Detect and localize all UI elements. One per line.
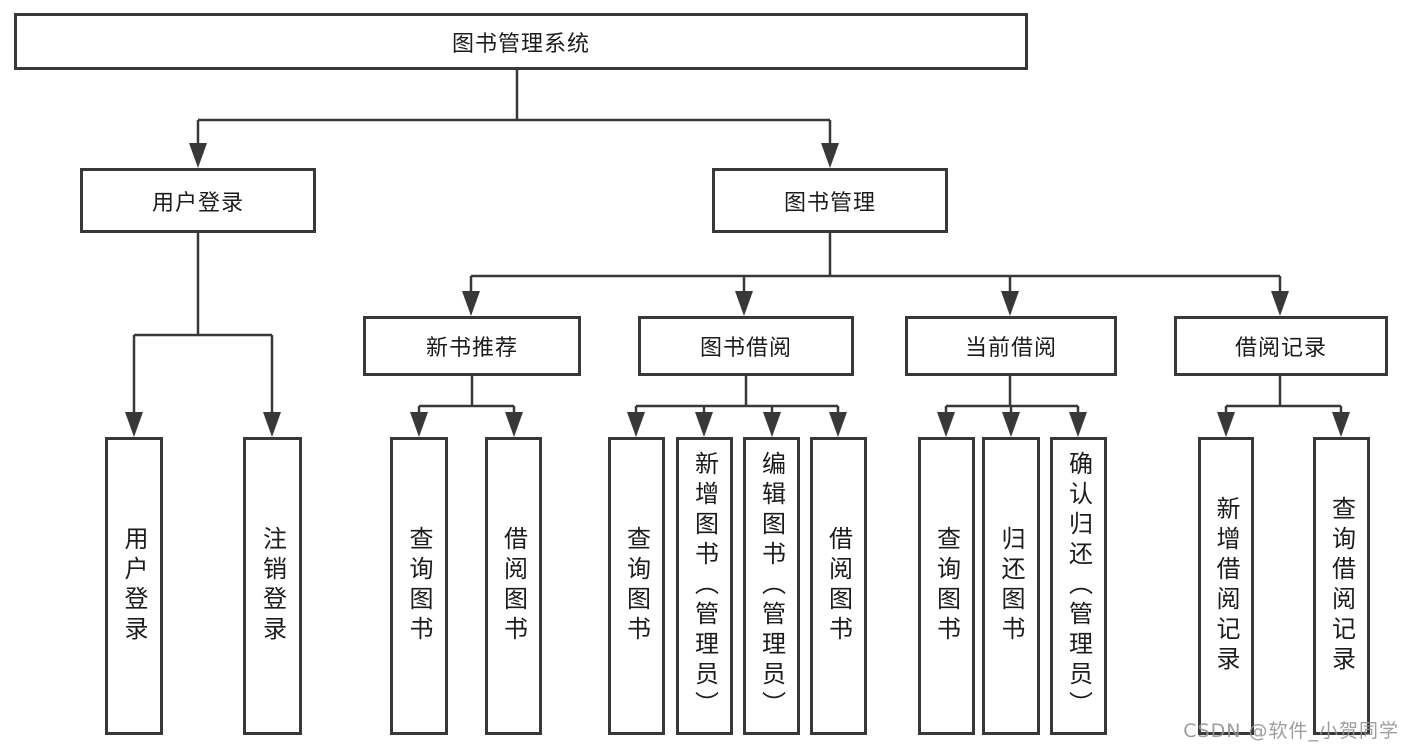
node-borrow-record: 借阅记录 xyxy=(1174,316,1388,376)
leaf-borrow-books-newrec: 借阅图书 xyxy=(485,437,542,735)
leaf-query-borrow-record: 查询借阅记录 xyxy=(1313,437,1370,735)
connector-borrow-record xyxy=(1224,376,1343,417)
connector-book-management xyxy=(469,233,1282,296)
leaf-user-login: 用户登录 xyxy=(105,437,163,735)
connector-user-login xyxy=(132,233,274,417)
node-book-borrow: 图书借阅 xyxy=(638,316,854,376)
leaf-confirm-return-admin: 确认归还（管理员） xyxy=(1050,437,1107,735)
leaf-query-books-borrow: 查询图书 xyxy=(608,437,665,735)
connector-book-borrow xyxy=(634,376,840,417)
node-current-borrow: 当前借阅 xyxy=(905,316,1117,376)
node-root: 图书管理系统 xyxy=(14,13,1028,70)
leaf-logout: 注销登录 xyxy=(243,437,302,735)
connector-current-borrow xyxy=(944,376,1080,417)
arrowheads xyxy=(125,143,1350,437)
leaf-add-borrow-record: 新增借阅记录 xyxy=(1198,437,1254,735)
node-book-management: 图书管理 xyxy=(712,168,948,233)
leaf-add-books-admin: 新增图书（管理员） xyxy=(676,437,733,735)
leaf-query-books-newrec: 查询图书 xyxy=(390,437,448,735)
node-user-login: 用户登录 xyxy=(80,168,316,233)
leaf-return-books: 归还图书 xyxy=(982,437,1040,735)
connector-new-book-recommend xyxy=(417,376,516,417)
node-new-book-recommend: 新书推荐 xyxy=(363,316,581,376)
leaf-query-books-current: 查询图书 xyxy=(918,437,975,735)
leaf-borrow-books: 借阅图书 xyxy=(810,437,867,735)
connector-root xyxy=(196,70,832,148)
watermark: CSDN @软件_小贺同学 xyxy=(1183,720,1399,742)
leaf-edit-books-admin: 编辑图书（管理员） xyxy=(743,437,800,735)
